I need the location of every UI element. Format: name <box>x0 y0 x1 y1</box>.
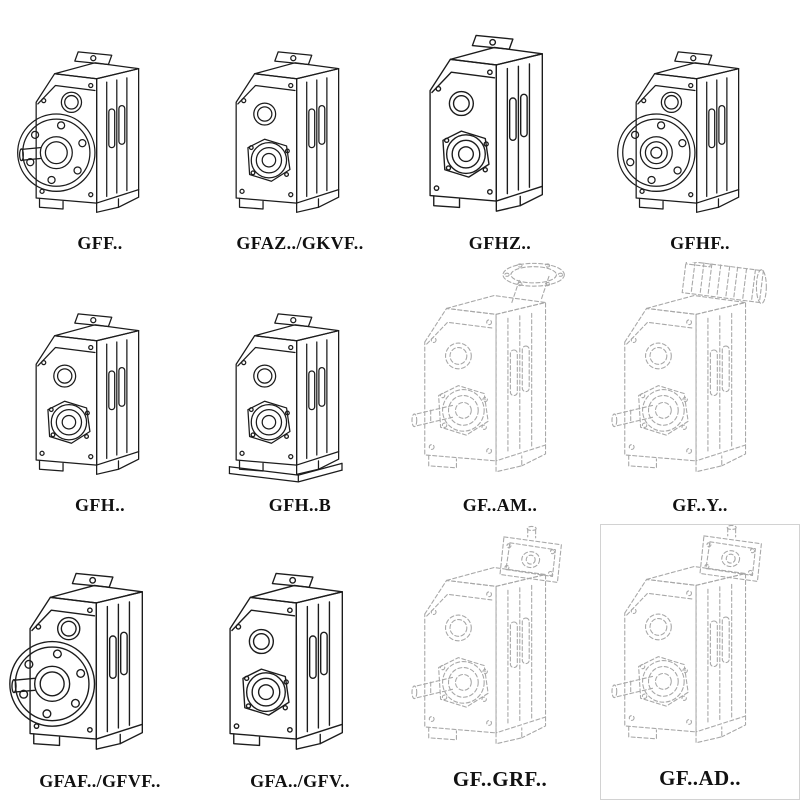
model-label-gfa-gfv: GFA../GFV.. <box>250 771 350 791</box>
gearbox-hollow-bore-drawing <box>216 25 384 227</box>
product-cell-gff: GFF.. <box>0 0 200 262</box>
model-label-gfaz-gkvf: GFAZ../GKVF.. <box>236 233 364 253</box>
product-cell-gf-ad: GF..AD.. <box>600 524 800 800</box>
product-cell-gfaf-gfvf: GFAF../GFVF.. <box>0 524 200 800</box>
gearbox-hollow-shaft-drawing <box>16 287 184 489</box>
model-label-gfhf: GFHF.. <box>670 233 730 253</box>
model-label-gf-am: GF..AM.. <box>462 495 538 515</box>
product-cell-gfhz: GFHZ.. <box>400 0 600 262</box>
model-label-gf-grf: GF..GRF.. <box>452 767 548 791</box>
model-label-gfaf-gfvf: GFAF../GFVF.. <box>39 771 161 791</box>
model-label-gf-y: GF..Y.. <box>672 495 728 515</box>
product-cell-gf-grf: GF..GRF.. <box>400 524 600 800</box>
gearbox-input-adapter-drawing <box>401 524 599 761</box>
model-label-gff: GFF.. <box>77 233 123 253</box>
gearbox-hollow-shaft-drawing <box>408 6 592 227</box>
gearbox-flange-shaft-drawing <box>16 25 184 227</box>
product-cell-gf-am: GF..AM.. <box>400 262 600 524</box>
model-label-gfhz: GFHZ.. <box>468 233 532 253</box>
gearbox-flange-shaft-drawing <box>8 544 192 765</box>
gearbox-top-flange-drawing <box>401 262 599 489</box>
gearbox-hollow-bore-drawing <box>208 544 392 765</box>
model-label-gfh: GFH.. <box>75 495 125 515</box>
gearbox-flange-hollow-drawing <box>616 25 784 227</box>
model-label-gf-ad: GF..AD.. <box>659 766 741 790</box>
product-cell-gfh: GFH.. <box>0 262 200 524</box>
gearbox-motor-drawing <box>601 262 799 489</box>
gearbox-input-adapter-drawing <box>601 524 799 760</box>
product-cell-gfhf: GFHF.. <box>600 0 800 262</box>
gearbox-baseplate-drawing <box>216 287 384 489</box>
product-cell-gfh-b: GFH..B <box>200 262 400 524</box>
product-cell-gfa-gfv: GFA../GFV.. <box>200 524 400 800</box>
product-cell-gfaz-gkvf: GFAZ../GKVF.. <box>200 0 400 262</box>
product-cell-gf-y: GF..Y.. <box>600 262 800 524</box>
model-label-gfh-b: GFH..B <box>268 495 332 515</box>
